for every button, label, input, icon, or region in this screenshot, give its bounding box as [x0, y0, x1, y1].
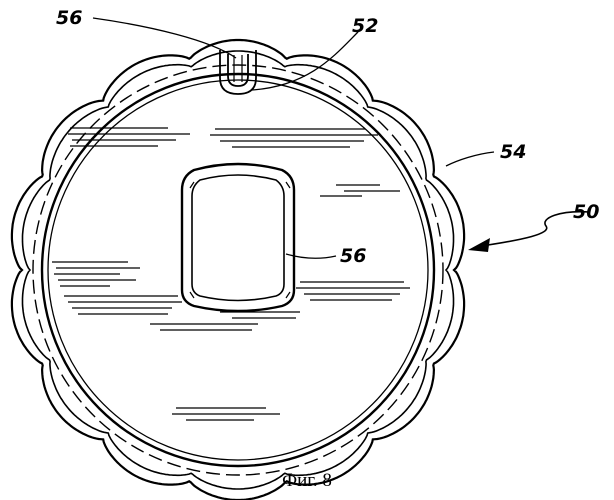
reference-arrow-50 [468, 212, 590, 252]
label-52: 52 [352, 15, 378, 37]
top-slot [220, 50, 256, 94]
inner-scalloped-rim [23, 51, 454, 489]
surface-hatching [52, 128, 410, 420]
disc-outer-edge [42, 74, 434, 466]
label-56-center: 56 [340, 245, 366, 267]
label-56-top: 56 [56, 7, 82, 29]
label-50: 50 [573, 201, 599, 223]
central-slot [182, 164, 294, 311]
outer-scalloped-rim [12, 40, 464, 500]
figure-caption: Фиг. 8 [0, 470, 614, 492]
label-54: 54 [500, 141, 526, 163]
disc-inner-edge [48, 80, 428, 460]
